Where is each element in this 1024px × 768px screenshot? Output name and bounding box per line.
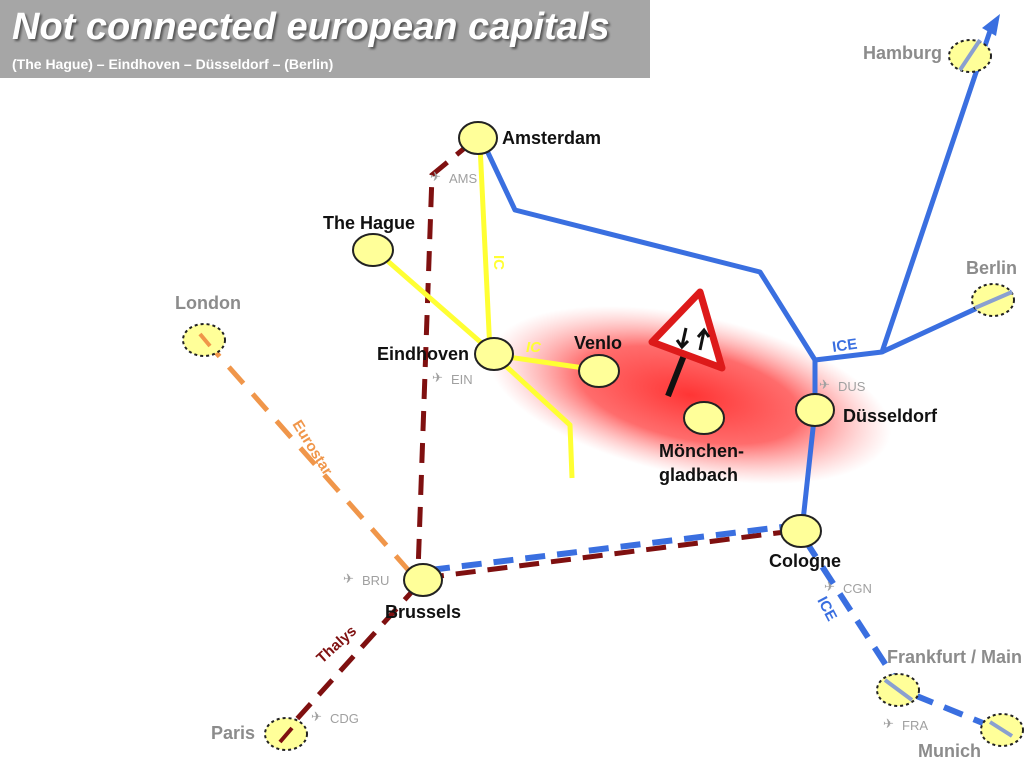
airplane-icon: ✈ [430,169,441,184]
node-eindhoven [474,337,514,371]
airport-ein: ✈ EIN [432,370,473,387]
missing-connection-zone [488,305,892,485]
airplane-icon: ✈ [432,370,443,385]
node-venlo [578,354,620,388]
airport-code: FRA [902,718,928,733]
label-eurostar: Eurostar [289,417,336,478]
eurostar-line [203,338,412,574]
page-title: Not connected european capitals [12,6,610,48]
airport-cgn: ✈ CGN [824,579,872,596]
airplane-icon: ✈ [824,579,835,594]
airport-cdg: ✈ CDG [311,709,359,726]
ic-eindhoven-south [494,355,575,479]
airport-bru: ✈ BRU [343,571,389,588]
airport-code: BRU [362,573,389,588]
ic-amsterdam-eindhoven [477,144,493,353]
node-cologne [780,514,822,548]
label-paris: Paris [211,723,255,743]
label-brussels: Brussels [385,602,461,622]
airport-ams: ✈ AMS [430,169,478,186]
airport-code: CGN [843,581,872,596]
airplane-icon: ✈ [311,709,322,724]
label-duesseldorf: Düsseldorf [843,406,938,426]
direction-arrows-icon [675,327,711,351]
label-cologne: Cologne [769,551,841,571]
thalys-brussels-cologne [423,529,786,581]
node-moenchengladbach [683,401,725,435]
ic-lines [373,144,599,479]
airplane-icon: ✈ [343,571,354,586]
city-nodes [352,121,835,597]
ice-duesseldorf-hamburg [814,24,995,363]
node-brussels [403,563,443,597]
label-frankfurt: Frankfurt / Main [887,647,1022,667]
thalys-brussels-paris [285,583,420,732]
airport-fra: ✈ FRA [883,716,928,733]
airport-code: EIN [451,372,473,387]
ice-amsterdam-duesseldorf [479,138,818,410]
label-berlin: Berlin [966,258,1017,278]
label-venlo: Venlo [574,333,622,353]
label-ice-north: ICE [831,336,858,356]
airport-code: CDG [330,711,359,726]
warning-sign-icon [648,288,726,398]
label-ice-south: ICE [813,594,840,624]
thalys-lines [285,140,786,732]
label-the-hague: The Hague [323,213,415,233]
ic-hague-eindhoven [373,248,495,355]
airport-code: DUS [838,379,866,394]
node-line-overlays [198,38,1014,744]
label-eindhoven: Eindhoven [377,344,469,364]
label-amsterdam: Amsterdam [502,128,601,148]
page-subtitle: (The Hague) – Eindhoven – Düsseldorf – (… [12,56,334,72]
airplane-icon: ✈ [819,377,830,392]
airport-dus: ✈ DUS [819,377,866,394]
label-moenchengladbach-2: gladbach [659,465,738,485]
node-amsterdam [458,121,498,155]
label-moenchengladbach-1: Mönchen- [659,441,744,461]
label-ic-venlo: IC [526,339,542,356]
ice-solid-lines [479,24,1014,531]
thalys-amsterdam-brussels [415,140,474,573]
label-munich: Munich [918,741,981,761]
label-ic-vertical: IC [490,255,507,270]
airplane-icon: ✈ [883,716,894,731]
airport-markers: ✈ AMS ✈ EIN ✈ DUS ✈ CGN ✈ BRU ✈ CDG ✈ FR… [311,169,928,733]
arrow-head-icon [982,14,1000,36]
airport-code: AMS [449,171,478,186]
ice-duesseldorf-cologne [799,409,818,531]
ice-brussels-cologne [429,523,791,573]
title-bar: Not connected european capitals (The Hag… [0,0,650,78]
node-duesseldorf [795,393,835,427]
label-hamburg: Hamburg [863,43,942,63]
label-london: London [175,293,241,313]
node-the-hague [352,233,394,267]
